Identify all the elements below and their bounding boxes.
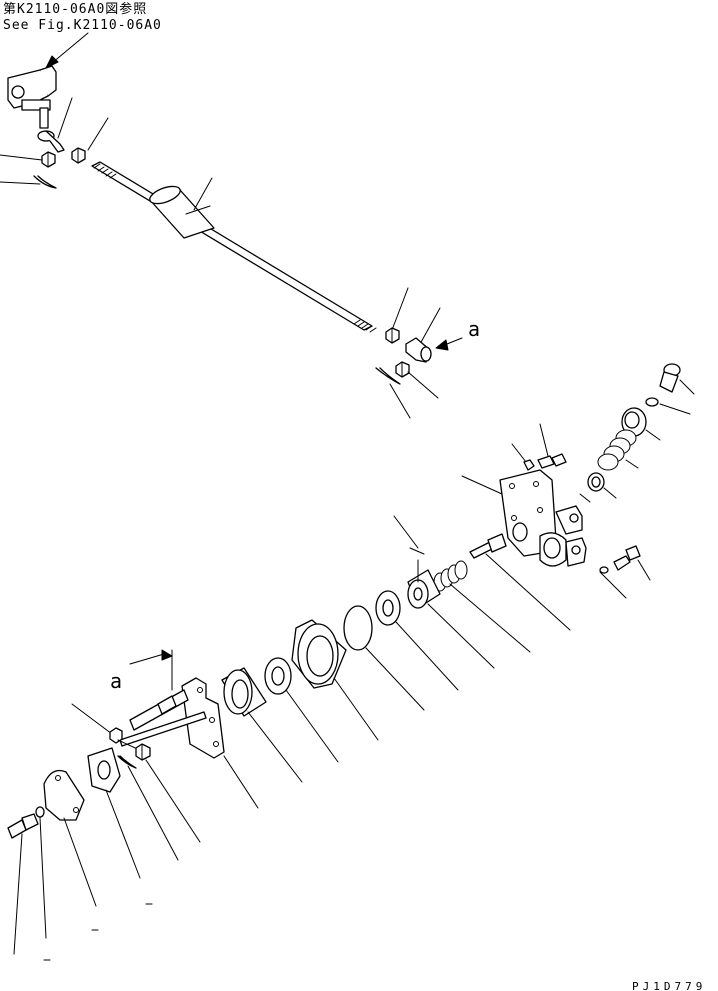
bolt	[659, 363, 681, 393]
spring-seat	[587, 472, 605, 492]
cotter-pin	[117, 755, 137, 769]
washer	[523, 459, 535, 471]
bushing	[221, 667, 267, 717]
leader-line	[393, 515, 419, 549]
leader-line	[449, 583, 531, 653]
leader-line	[603, 487, 617, 499]
leader-line	[599, 571, 627, 599]
end-cover	[43, 769, 85, 821]
detail-marker-a: a	[468, 317, 480, 341]
hex-nut	[395, 361, 410, 378]
reference-leader	[51, 32, 89, 64]
leader-line	[485, 553, 571, 631]
leader-line	[389, 383, 411, 419]
key-pin	[409, 547, 425, 555]
washer	[645, 397, 659, 407]
leader-line	[659, 403, 691, 415]
detail-arrowhead	[161, 649, 173, 661]
hex-nut	[71, 147, 86, 164]
leader-line	[637, 559, 651, 581]
leader-line	[407, 371, 439, 399]
detail-arrowhead	[435, 339, 449, 351]
leader-line	[223, 755, 259, 809]
bolt	[7, 813, 39, 839]
bracket-plate	[499, 469, 587, 567]
leader-line	[0, 154, 43, 161]
leader-line	[285, 689, 339, 763]
tie-rod	[119, 711, 207, 747]
stud-bolt	[129, 689, 189, 731]
leader-line	[105, 789, 141, 879]
leader-line	[145, 759, 201, 843]
leader-line	[645, 429, 661, 441]
hex-nut	[135, 743, 151, 761]
leader-line	[63, 817, 97, 907]
bolt	[613, 545, 641, 571]
bolt	[469, 533, 507, 559]
control-rod	[91, 161, 377, 333]
bolt	[537, 453, 567, 469]
drawing-code: PJ1D779	[632, 980, 706, 991]
leader-line	[539, 423, 549, 457]
leader-line	[679, 379, 695, 395]
gasket	[87, 747, 121, 793]
leader-line	[333, 677, 379, 741]
leader-line	[391, 287, 409, 331]
leader-line	[247, 711, 303, 783]
washer-ring	[375, 590, 401, 626]
leader-line	[0, 181, 41, 185]
leader-line	[87, 117, 109, 151]
detail-marker-a: a	[110, 669, 122, 693]
figure-reference-en: See Fig.K2110-06A0	[3, 18, 162, 33]
leader-line	[39, 817, 47, 939]
leader-line	[127, 765, 179, 861]
leader-line	[57, 97, 73, 139]
rod-end-ball-joint	[37, 130, 65, 153]
seal-housing	[291, 619, 347, 689]
washer	[35, 806, 45, 818]
spring-cap	[621, 407, 647, 437]
hex-nut	[41, 151, 56, 168]
o-ring	[343, 605, 373, 651]
leader-line	[461, 475, 503, 495]
hex-nut	[109, 727, 123, 744]
cotter-pin	[33, 175, 57, 189]
rod-sleeve	[149, 185, 215, 239]
leader-line	[511, 443, 527, 463]
leader-line	[427, 603, 495, 669]
leader-line	[13, 833, 23, 955]
leader-line	[365, 647, 425, 711]
spring	[433, 560, 468, 592]
leader-line	[419, 307, 441, 345]
hex-nut	[385, 327, 400, 344]
cotter-pin	[375, 367, 401, 385]
spring	[597, 429, 637, 471]
piston	[407, 569, 441, 609]
figure-reference-jp: 第K2110-06A0図参照	[3, 1, 147, 17]
leader-line	[579, 493, 591, 503]
leader-line	[71, 703, 113, 735]
lever-bracket	[7, 65, 57, 129]
leader-line	[625, 459, 639, 469]
reference-arrowhead	[45, 55, 59, 69]
rod-end-ball-joint	[405, 337, 432, 363]
leader-line	[395, 621, 459, 691]
washer	[599, 566, 609, 574]
flat-washer	[264, 657, 292, 695]
leader-line	[193, 177, 213, 211]
detail-leader	[129, 653, 165, 665]
